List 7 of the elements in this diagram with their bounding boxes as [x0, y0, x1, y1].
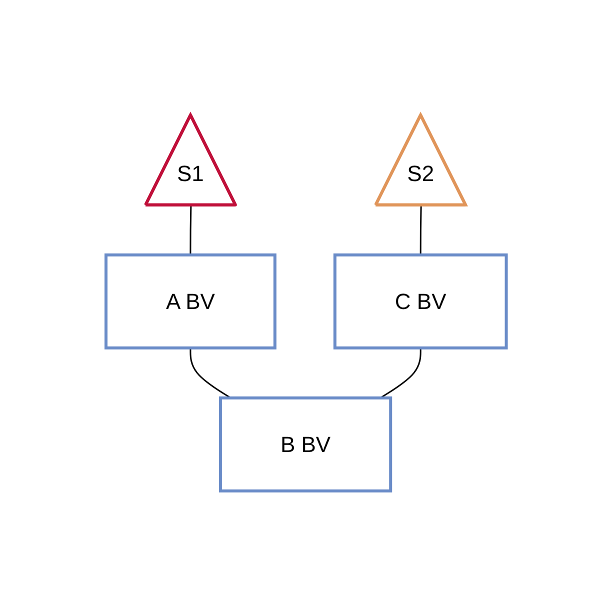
node-box: B BV	[219, 396, 392, 492]
connector	[190, 204, 192, 254]
connector	[420, 204, 422, 254]
node-box: C BV	[334, 252, 508, 349]
node-box: A BV	[104, 252, 277, 349]
connector	[380, 347, 422, 398]
connector	[190, 347, 232, 398]
